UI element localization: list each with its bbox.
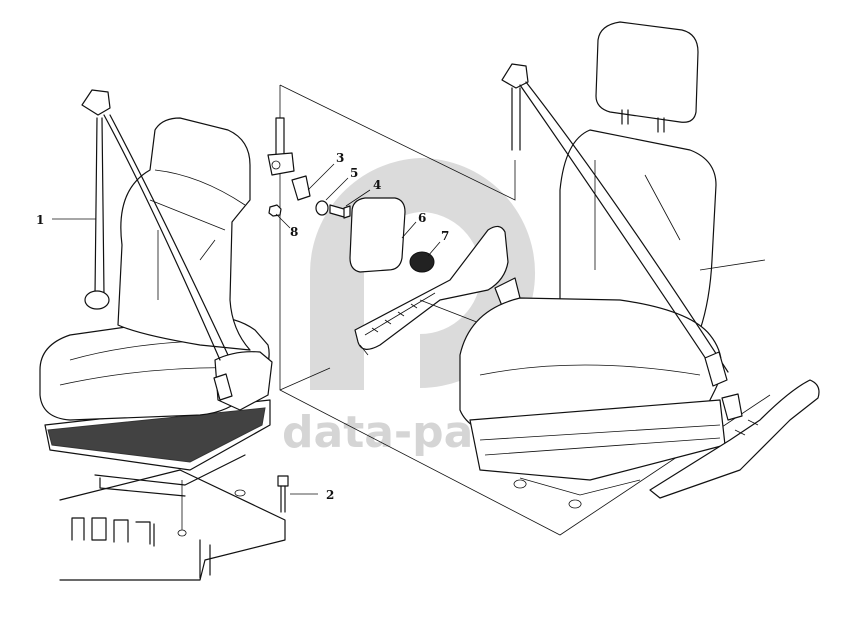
cab-floor	[59, 469, 286, 581]
small-parts	[267, 117, 435, 273]
callout-7-label: 7	[441, 229, 449, 243]
left-seat-suspension	[44, 399, 271, 497]
callout-2: 2	[277, 475, 334, 513]
callout-4: 4	[345, 178, 381, 207]
explode-outline	[279, 84, 771, 536]
callout-3: 3	[307, 151, 344, 191]
callout-4-label: 4	[373, 178, 381, 192]
callout-2-label: 2	[326, 488, 334, 502]
part-8-shape	[268, 204, 282, 217]
callout-5-label: 5	[350, 166, 358, 180]
left-seat-belt	[81, 89, 233, 401]
part-3-shape	[291, 175, 311, 201]
callout-3-label: 3	[336, 151, 344, 165]
part-7-shape	[409, 251, 435, 273]
left-seat-assembly	[39, 89, 286, 581]
callout-6-label: 6	[418, 211, 426, 225]
callout-5: 5	[325, 166, 358, 201]
callout-8: 8	[275, 213, 298, 239]
callout-6: 6	[401, 211, 426, 239]
part-6-shape	[349, 197, 406, 273]
right-seat-assembly	[459, 21, 820, 509]
callout-1: 1	[36, 213, 96, 227]
right-seat-headrest	[595, 21, 699, 133]
callout-7: 7	[427, 229, 449, 257]
right-seat-belt	[501, 63, 743, 421]
callout-1-label: 1	[36, 213, 44, 227]
part-5-shape	[315, 200, 329, 216]
part-4-shape	[329, 204, 351, 219]
left-seat-backrest	[117, 117, 251, 351]
callouts: 1 2 3 4 5 6 7 8	[36, 151, 449, 513]
callout-8-label: 8	[290, 225, 298, 239]
